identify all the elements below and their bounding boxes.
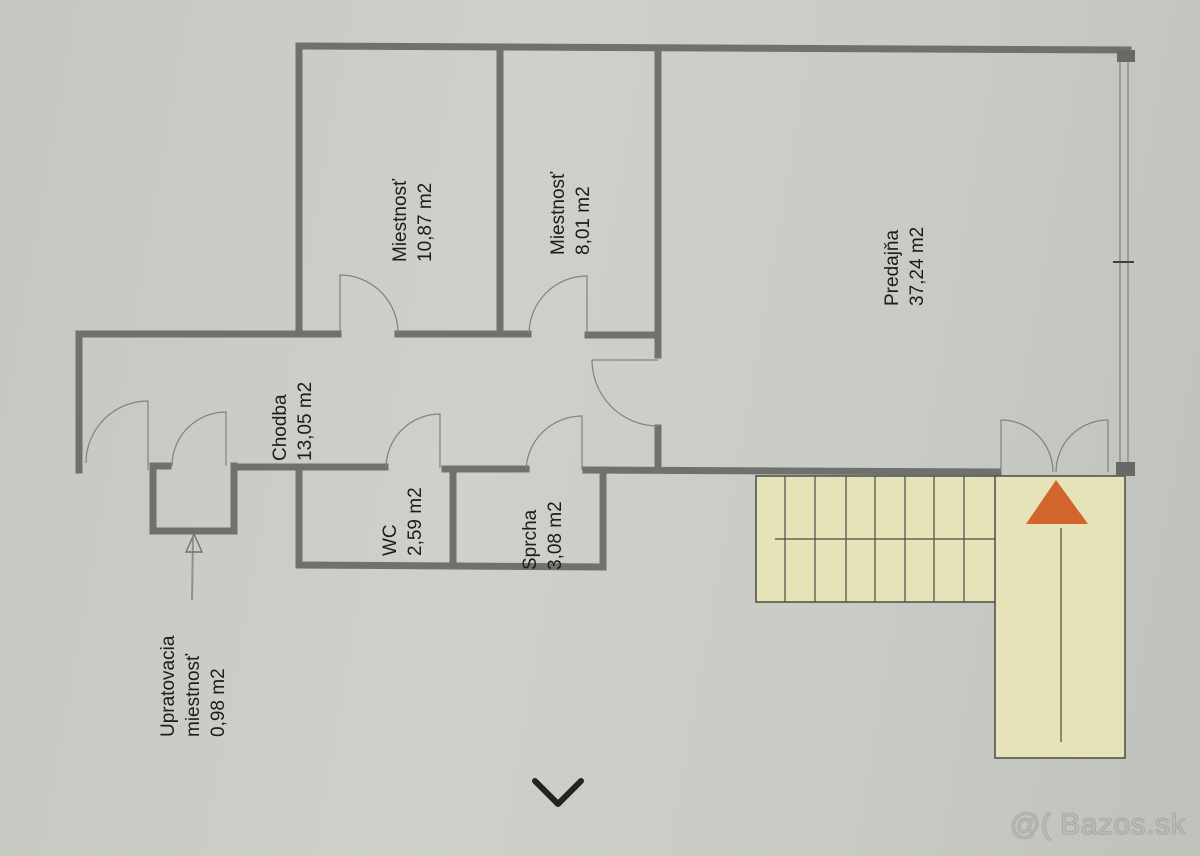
- room-area: 2,59 m2: [405, 487, 426, 556]
- window: [1113, 50, 1135, 476]
- staircase: [755, 475, 1126, 759]
- room-name: Chodba: [270, 394, 291, 461]
- watermark: @( Bazos.sk: [1010, 808, 1186, 841]
- room-label-miestnost-1: Miestnosť 10,87 m2: [388, 179, 438, 262]
- room-name: Sprcha: [520, 509, 541, 570]
- room-area: 13,05 m2: [295, 381, 316, 461]
- room-name: Miestnosť: [390, 178, 411, 262]
- room-label-predajna: Predajňa 37,24 m2: [880, 227, 930, 306]
- room-area: 37,24 m2: [907, 226, 928, 306]
- room-area: 3,08 m2: [545, 501, 566, 570]
- entrance-arrow-icon: [1026, 480, 1088, 524]
- closet-pointer-arrow: [184, 532, 204, 601]
- room-name: WC: [380, 524, 401, 556]
- room-label-miestnost-2: Miestnosť 8,01 m2: [546, 172, 596, 255]
- room-label-wc: WC 2,59 m2: [378, 487, 428, 556]
- room-area: 0,98 m2: [208, 668, 229, 737]
- walls: [75, 42, 1132, 571]
- room-label-sprcha: Sprcha 3,08 m2: [518, 501, 568, 570]
- room-name: Predajňa: [882, 229, 903, 306]
- room-name-line1: Upratovacia: [158, 635, 179, 737]
- room-name: Miestnosť: [548, 171, 569, 255]
- room-area: 8,01 m2: [573, 186, 594, 255]
- room-name-line2: miestnosť: [183, 653, 204, 737]
- room-area: 10,87 m2: [415, 182, 436, 262]
- doors: [85, 274, 1109, 473]
- room-label-chodba: Chodba 13,05 m2: [268, 382, 318, 461]
- chevron-down-icon[interactable]: [530, 775, 586, 811]
- room-label-upratovacia-miestnost: Upratovacia miestnosť 0,98 m2: [156, 636, 231, 737]
